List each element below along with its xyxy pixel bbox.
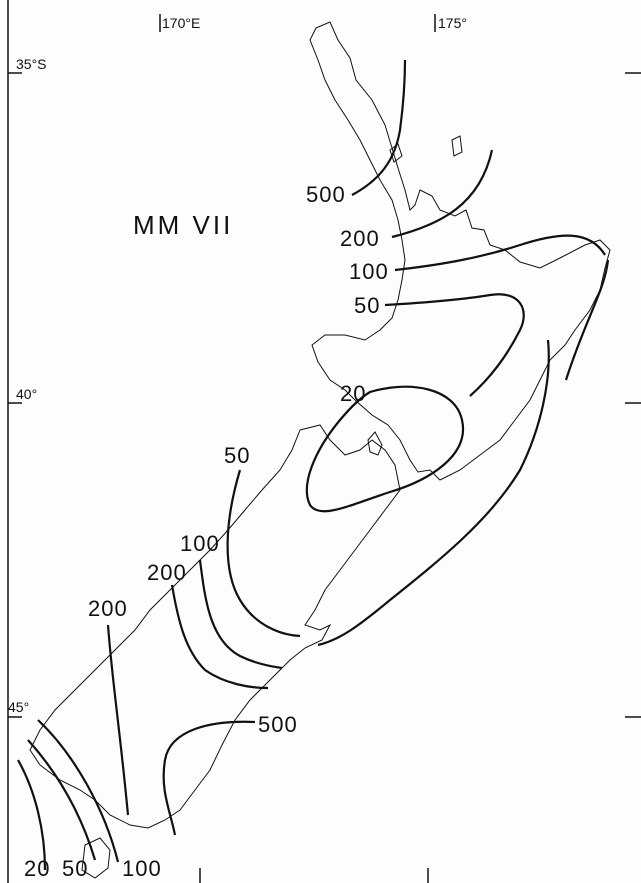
contour-bottom-100	[37, 719, 120, 863]
contour-west-200-inner	[170, 584, 269, 690]
contour-south-500	[162, 720, 256, 836]
contour-label-bottom-20: 20	[24, 856, 51, 881]
contour-label-north-200: 200	[340, 226, 380, 251]
contour-central-outer	[317, 339, 550, 647]
contour-north-100	[394, 234, 606, 272]
stewart-island-coastline	[81, 837, 111, 879]
contour-label-central-20: 20	[340, 381, 367, 406]
isoseismal-contours	[17, 59, 610, 871]
contour-bottom-50	[27, 739, 97, 861]
contour-label-west-50: 50	[224, 443, 251, 468]
contour-label-north-500: 500	[306, 182, 346, 207]
south-island-coastline	[29, 424, 401, 829]
intensity-label: MM VII	[133, 210, 234, 240]
lat-label-35: 35°S	[16, 56, 47, 72]
contour-east-coastline-50	[564, 259, 610, 381]
contour-label-south-500: 500	[258, 712, 298, 737]
contour-north-50	[384, 293, 525, 397]
contour-label-west-100: 100	[180, 531, 220, 556]
lon-label-175: 175°	[438, 15, 467, 31]
contour-label-north-100: 100	[349, 259, 389, 284]
contour-central-20	[305, 385, 465, 513]
contour-north-200	[391, 149, 494, 239]
contour-label-west-200-inner: 200	[147, 560, 187, 585]
contour-label-bottom-100: 100	[122, 856, 162, 881]
contour-west-50	[226, 469, 301, 638]
contour-label-west-200-outer: 200	[88, 596, 128, 621]
lat-label-45: 45°	[8, 699, 30, 715]
contour-west-100	[198, 559, 283, 670]
lon-label-170: 170°E	[162, 15, 201, 31]
inland-water-features	[367, 135, 463, 456]
north-island-coastline	[309, 21, 611, 481]
contour-bottom-20	[17, 759, 47, 871]
contour-label-bottom-50: 50	[62, 856, 89, 881]
map-frame-ticks	[7, 0, 641, 883]
contour-label-north-50: 50	[354, 293, 381, 318]
contour-north-500	[351, 59, 407, 196]
contour-west-200-outer	[106, 624, 130, 816]
lat-label-40: 40°	[16, 386, 38, 402]
